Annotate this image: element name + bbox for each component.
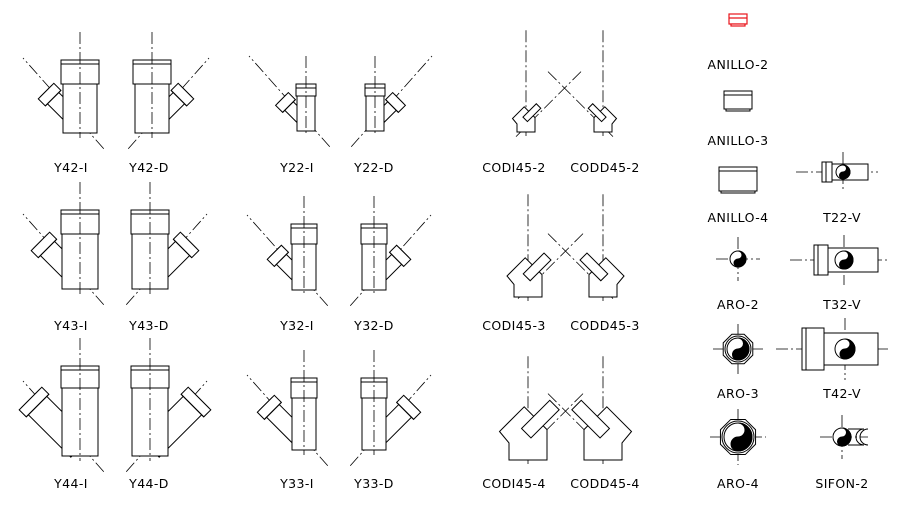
sifon-2-symbol [820,415,869,459]
label-y33-i: Y33-I [279,476,314,491]
t32-v-symbol [790,235,888,285]
label-aro-2: ARO-2 [717,297,759,312]
anillo-2-symbol [728,13,748,27]
anillo-4-symbol [718,166,758,194]
symbols-layer [18,13,888,473]
codi45-2-symbol [511,30,582,137]
label-y43-i: Y43-I [53,318,88,333]
label-codd45-3: CODD45-3 [570,318,639,333]
anillo-3-symbol [723,90,753,112]
labels-layer: Y42-I Y42-D Y22-I Y22-D CODI45-2 CODD45-… [53,57,868,491]
codi45-4-symbol [498,356,584,464]
y32-i-symbol [246,196,329,307]
label-anillo-2: ANILLO-2 [708,57,769,72]
label-y44-d: Y44-D [128,476,169,491]
y43-i-symbol [22,182,105,306]
label-y22-i: Y22-I [279,160,314,175]
label-codi45-3: CODI45-3 [482,318,545,333]
label-codd45-2: CODD45-2 [570,160,639,175]
label-t32-v: T32-V [822,297,861,312]
label-t42-v: T42-V [822,386,861,401]
y33-d-symbol [349,350,432,467]
label-y33-d: Y33-D [353,476,394,491]
y22-i-symbol [248,55,331,148]
t42-v-symbol [776,318,888,380]
label-codd45-4: CODD45-4 [570,476,639,491]
y32-d-symbol [349,196,432,307]
y22-d-symbol [350,55,433,148]
label-codi45-2: CODI45-2 [482,160,545,175]
label-t22-v: T22-V [822,210,861,225]
label-y42-i: Y42-I [53,160,88,175]
label-y32-d: Y32-D [353,318,394,333]
aro-4-symbol [710,409,766,465]
label-y42-d: Y42-D [128,160,169,175]
label-aro-4: ARO-4 [717,476,759,491]
y42-i-symbol [22,32,105,150]
y44-i-symbol [18,338,105,473]
label-y43-d: Y43-D [128,318,169,333]
label-y44-i: Y44-I [53,476,88,491]
codd45-4-symbol [547,356,633,464]
y43-d-symbol [125,182,208,306]
aro-2-symbol [716,237,760,281]
t22-v-symbol [796,152,878,192]
label-sifon-2: SIFON-2 [815,476,868,491]
y33-i-symbol [246,350,329,467]
y42-d-symbol [127,32,210,150]
codi45-3-symbol [506,194,584,301]
label-aro-3: ARO-3 [717,386,759,401]
codd45-3-symbol [547,194,625,301]
aro-3-symbol [713,324,763,374]
label-codi45-4: CODI45-4 [482,476,545,491]
y44-d-symbol [125,338,212,473]
codd45-2-symbol [547,30,618,137]
label-y32-i: Y32-I [279,318,314,333]
label-anillo-4: ANILLO-4 [708,210,769,225]
label-anillo-3: ANILLO-3 [708,133,769,148]
label-y22-d: Y22-D [353,160,394,175]
